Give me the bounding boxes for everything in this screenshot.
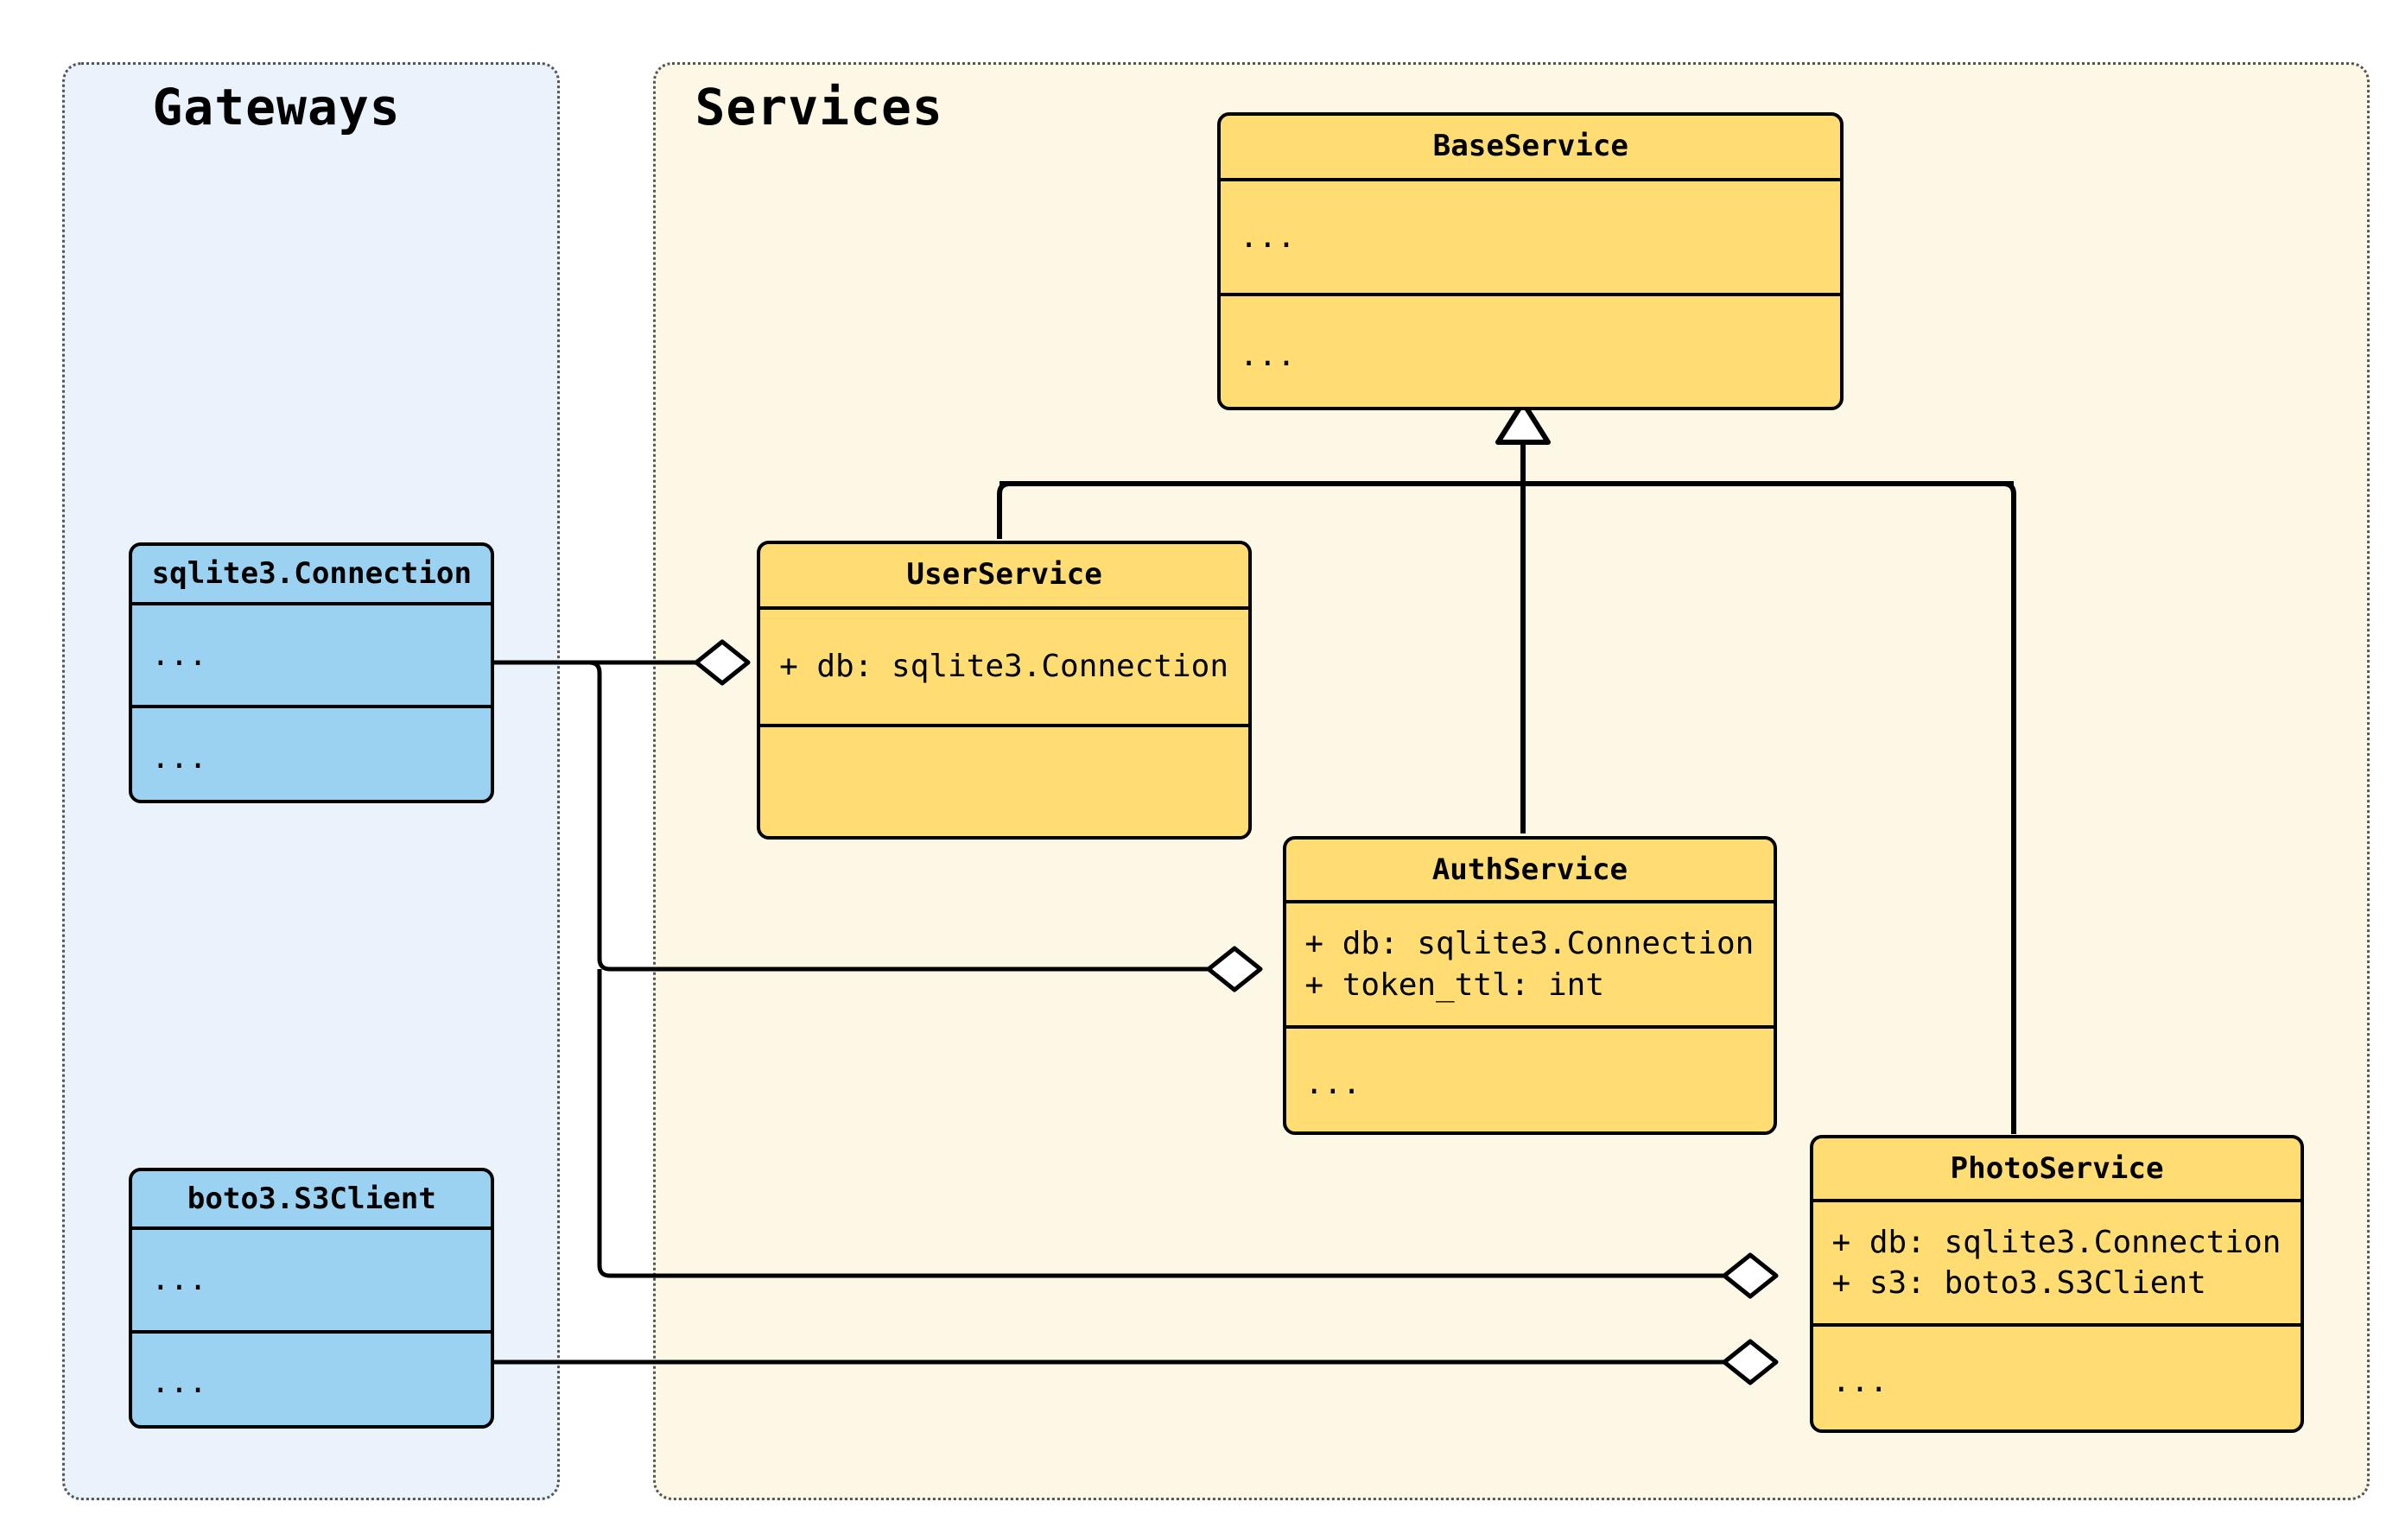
compartment-separator xyxy=(1812,1323,2301,1328)
class-box-auth-service[interactable]: AuthService + db: sqlite3.Connection + tok… xyxy=(1282,836,1778,1135)
compartment-separator xyxy=(1221,293,1841,297)
compartment-separator xyxy=(132,1226,492,1231)
class-compartment-user-service-0: + db: sqlite3.Connection xyxy=(760,610,1247,723)
class-box-s3-client[interactable]: boto3.S3Client...... xyxy=(129,1167,495,1429)
class-name-sqlite-connection: sqlite3.Connection xyxy=(151,556,473,592)
class-name-user-service: UserService xyxy=(906,557,1102,593)
compartment-separator xyxy=(1812,1198,2301,1202)
class-compartment-base-service-1: ... xyxy=(1221,296,1840,407)
class-compartment-photo-service-1: ... xyxy=(1813,1327,2301,1429)
class-member: ... xyxy=(150,637,207,673)
class-member: ... xyxy=(1831,1364,1888,1400)
class-member: ... xyxy=(150,1365,207,1401)
compartment-separator xyxy=(1285,1024,1774,1029)
compartment-separator xyxy=(132,601,492,605)
package-title-gateways: Gateways xyxy=(152,77,401,136)
compartment-separator xyxy=(132,705,492,709)
class-name-photo-service: PhotoService xyxy=(1950,1150,2164,1186)
class-compartment-base-service-0: ... xyxy=(1221,181,1840,294)
class-member: ... xyxy=(150,1262,207,1298)
class-box-user-service[interactable]: UserService + db: sqlite3.Connection xyxy=(757,541,1252,840)
compartment-separator xyxy=(760,723,1248,727)
class-member: + db: sqlite3.Connection xyxy=(1831,1224,2282,1260)
class-name-s3-client: boto3.S3Client xyxy=(187,1181,436,1216)
class-compartment-photo-service-0: + db: sqlite3.Connection + s3: boto3.S3Cl… xyxy=(1813,1202,2301,1323)
compartment-separator xyxy=(760,606,1248,611)
class-compartment-auth-service-1: ... xyxy=(1286,1029,1774,1131)
package-title-services: Services xyxy=(695,77,943,136)
compartment-separator xyxy=(1221,177,1841,181)
class-compartment-s3-client-1: ... xyxy=(132,1334,491,1425)
compartment-separator xyxy=(132,1329,492,1334)
class-member: + db: sqlite3.Connection xyxy=(1304,926,1755,962)
class-name-auth-service: AuthService xyxy=(1431,852,1628,888)
class-member: ... xyxy=(1239,337,1296,373)
class-member: ... xyxy=(150,739,207,776)
class-member: ... xyxy=(1239,219,1296,255)
class-compartment-s3-client-0: ... xyxy=(132,1230,491,1329)
class-box-base-service[interactable]: BaseService...... xyxy=(1217,111,1844,411)
class-member: + db: sqlite3.Connection xyxy=(779,649,1229,685)
class-member: ... xyxy=(1304,1065,1361,1101)
class-compartment-sqlite-connection-1: ... xyxy=(132,708,491,800)
class-box-sqlite-connection[interactable]: sqlite3.Connection...... xyxy=(129,542,495,804)
class-box-photo-service[interactable]: PhotoService + db: sqlite3.Connection + s3… xyxy=(1809,1134,2305,1434)
class-compartment-user-service-1 xyxy=(760,727,1247,836)
class-name-base-service: BaseService xyxy=(1432,128,1629,163)
class-compartment-auth-service-0: + db: sqlite3.Connection + token_ttl: int xyxy=(1286,903,1774,1024)
class-compartment-sqlite-connection-0: ... xyxy=(132,605,491,705)
class-member: + token_ttl: int xyxy=(1304,966,1605,1003)
compartment-separator xyxy=(1285,900,1774,904)
class-member: + s3: boto3.S3Client xyxy=(1831,1265,2206,1302)
